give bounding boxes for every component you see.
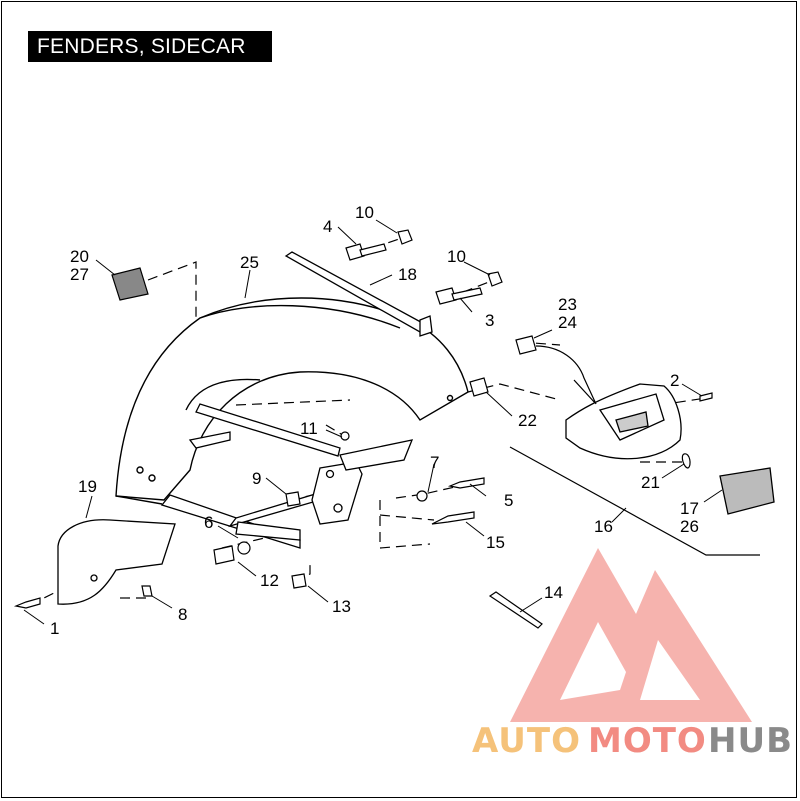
callout-4: 4	[323, 217, 332, 236]
callout-16: 16	[594, 517, 613, 536]
callout-10b: 10	[447, 247, 466, 266]
callout-23: 23	[558, 295, 577, 314]
callout-6: 6	[204, 513, 213, 532]
callout-13: 13	[332, 597, 351, 616]
callout-20: 20	[70, 247, 89, 266]
cable-strap	[488, 591, 543, 629]
callout-15: 15	[486, 533, 505, 552]
callout-9: 9	[252, 469, 261, 488]
fender-strut	[160, 403, 414, 549]
callout-24: 24	[558, 313, 577, 332]
callout-22: 22	[518, 411, 537, 430]
callout-21: 21	[641, 473, 660, 492]
callout-11: 11	[300, 419, 318, 438]
molding-strip	[284, 251, 433, 337]
fender	[115, 297, 469, 505]
watermark-moto: MOTO	[588, 721, 707, 761]
tail-lamp	[565, 383, 775, 515]
callout-2: 2	[670, 371, 679, 390]
watermark-logo	[510, 548, 752, 722]
callout-18: 18	[398, 265, 417, 284]
diagram-title: FENDERS, SIDECAR	[28, 31, 272, 62]
carriage-bolts	[345, 229, 503, 305]
callout-25: 25	[240, 253, 259, 272]
callout-12: 12	[260, 571, 279, 590]
fasteners	[13, 431, 485, 609]
leader-lines	[23, 219, 723, 625]
callout-19: 19	[78, 477, 97, 496]
callout-8: 8	[178, 605, 187, 624]
callout-7: 7	[430, 453, 439, 472]
bracket	[57, 519, 176, 605]
callout-3: 3	[485, 311, 494, 330]
callout-26: 26	[680, 517, 699, 536]
small-hardware	[469, 377, 713, 469]
callout-10a: 10	[355, 203, 374, 222]
callout-14: 14	[544, 583, 563, 602]
wiring-harness	[515, 335, 597, 405]
callout-5: 5	[504, 491, 513, 510]
callout-labels: 20 27 25 18 10 4 10 3 23 24 2 22 11 21 1…	[50, 203, 699, 638]
callout-17: 17	[680, 499, 699, 518]
callout-27: 27	[70, 265, 89, 284]
watermark-auto: AUTO	[472, 721, 581, 761]
watermark-text: AUTO MOTO HUB	[472, 721, 793, 761]
callout-1: 1	[50, 619, 59, 638]
reflector	[111, 267, 149, 301]
watermark-hub: HUB	[708, 721, 793, 761]
